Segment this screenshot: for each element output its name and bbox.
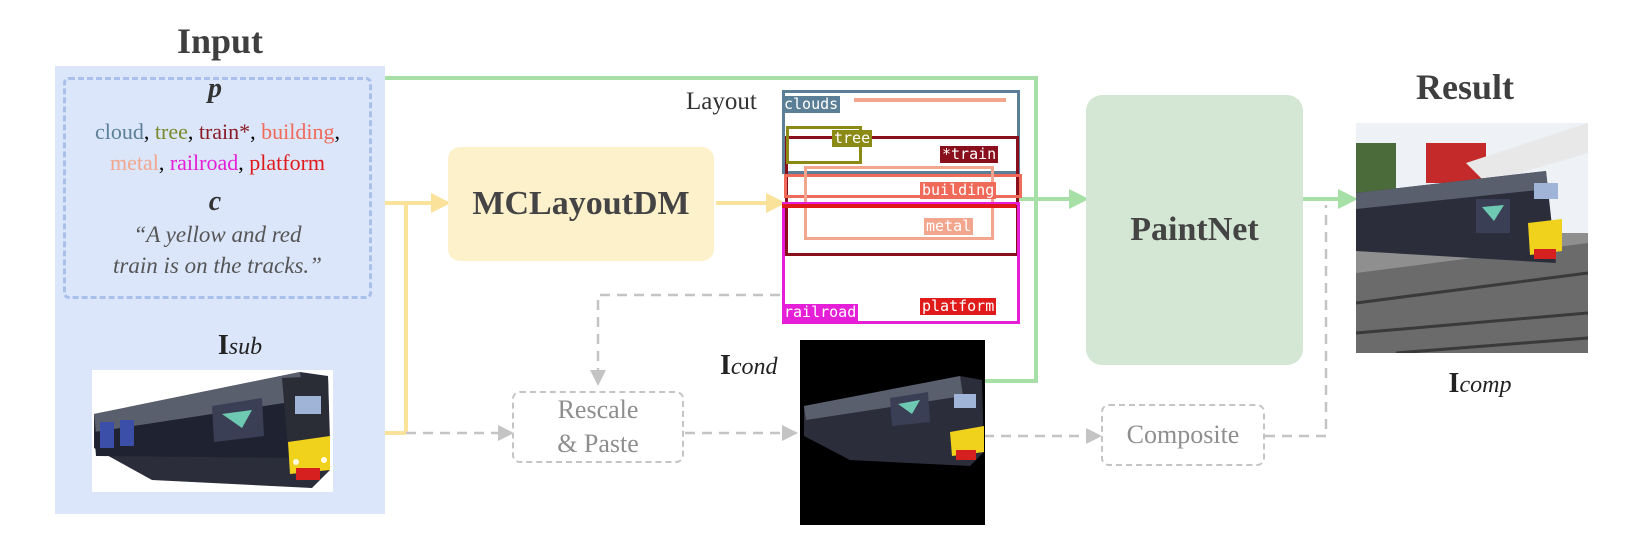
p-symbol: p — [208, 73, 222, 104]
c-symbol: c — [208, 186, 222, 217]
rescale-line-1: Rescale — [557, 395, 639, 424]
chip-metal: metal — [924, 217, 974, 235]
layout-box-platform — [782, 204, 1016, 208]
caption-line-1: “A yellow and red — [133, 222, 302, 247]
rescale-line-2: & Paste — [557, 429, 639, 458]
i-sub-label: Isub — [217, 330, 263, 361]
layout-panel: clouds tree *train building metal railro… — [782, 90, 1022, 324]
result-title: Result — [1416, 67, 1514, 107]
prompt-box — [63, 77, 372, 299]
station-scene-icon — [1355, 123, 1589, 355]
label-railroad: railroad — [169, 150, 239, 175]
layout-box-clouds — [782, 90, 1020, 174]
label-building: building — [261, 119, 335, 144]
label-train: train* — [198, 119, 251, 144]
label-cloud: cloud — [94, 119, 144, 144]
i-cond-label: Icond — [720, 350, 778, 381]
layout-box-railroad — [782, 202, 1020, 324]
label-metal: metal — [109, 150, 159, 175]
layout-box-building — [784, 174, 1022, 198]
label-tree: tree — [154, 119, 188, 144]
chip-tree: tree — [832, 129, 873, 147]
rescale-paste-box: Rescale & Paste — [512, 391, 684, 463]
text-prompt: “A yellow and red train is on the tracks… — [63, 219, 372, 281]
train-illustration-icon — [94, 372, 330, 488]
input-title: Input — [176, 21, 264, 61]
chip-platform: platform — [920, 297, 997, 315]
subject-image — [92, 370, 333, 492]
train-condition-icon — [804, 376, 984, 466]
caption-line-2: train is on the tracks.” — [113, 253, 322, 278]
layout-line-top — [854, 98, 1006, 102]
green-prompt-arrow — [372, 76, 1089, 383]
label-list: cloud, tree, train*, building, metal, ra… — [94, 119, 341, 175]
chip-clouds: clouds — [782, 95, 841, 113]
mclayoutdm-box: MCLayoutDM — [448, 147, 714, 261]
composite-box: Composite — [1101, 404, 1265, 466]
chip-train: *train — [940, 145, 999, 163]
result-image — [1355, 123, 1589, 355]
gray-dashed-arrows — [406, 205, 1328, 444]
condition-image — [800, 340, 985, 525]
chip-railroad: railroad — [782, 303, 859, 321]
label-platform: platform — [249, 150, 326, 175]
paintnet-box: PaintNet — [1086, 95, 1303, 365]
chip-building: building — [920, 181, 997, 199]
layout-label: Layout — [686, 88, 757, 115]
i-comp-label: Icomp — [1448, 368, 1512, 399]
